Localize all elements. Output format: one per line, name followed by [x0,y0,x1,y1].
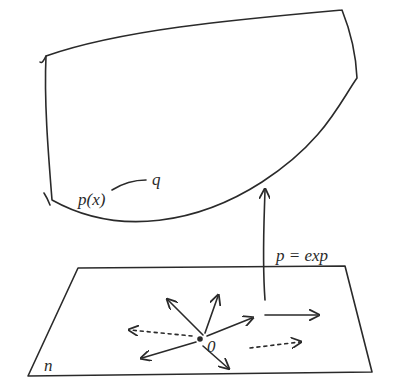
tangent-vectors [130,296,318,368]
tangent-plane [28,266,372,376]
origin-point [198,337,202,341]
exp-arrow [263,190,265,300]
point-label: q [150,170,163,189]
manifold-surface [45,10,357,222]
geodesic-segment [112,180,146,190]
map-label: p = exp [274,246,330,265]
vector-label: n [42,356,55,375]
surface-fold [40,56,50,205]
origin-label: 0 [205,337,218,356]
point-label: p(x) [76,190,107,209]
